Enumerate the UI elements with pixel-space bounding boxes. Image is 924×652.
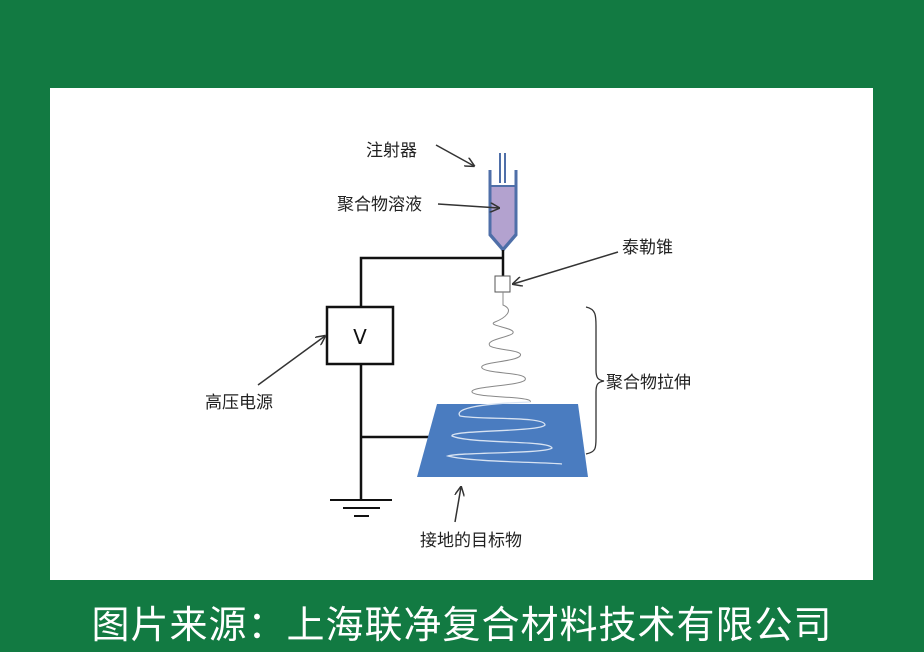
label-syringe: 注射器 — [366, 141, 417, 161]
stretching-brace — [585, 306, 605, 455]
taylor-cone-marker — [494, 275, 511, 293]
circuit-wires — [359, 250, 505, 500]
fiber-on-collector — [445, 401, 563, 465]
diagram-panel — [50, 88, 873, 580]
voltage-source-box: V — [325, 305, 395, 366]
voltage-symbol: V — [353, 325, 367, 349]
polymer-solution-fill — [490, 185, 516, 249]
label-arrows — [257, 144, 619, 523]
label-taylor-cone: 泰勒锥 — [622, 238, 673, 258]
ground-icon — [330, 499, 392, 517]
label-grounded-target: 接地的目标物 — [420, 531, 522, 551]
label-polymer-solution: 聚合物溶液 — [337, 195, 422, 215]
label-polymer-stretching: 聚合物拉伸 — [606, 373, 691, 393]
syringe — [488, 153, 518, 253]
grounded-collector — [417, 404, 588, 477]
image-source-caption: 图片来源：上海联净复合材料技术有限公司 — [91, 603, 833, 647]
label-high-voltage-source: 高压电源 — [205, 393, 273, 413]
polymer-jet-spiral — [471, 292, 531, 403]
